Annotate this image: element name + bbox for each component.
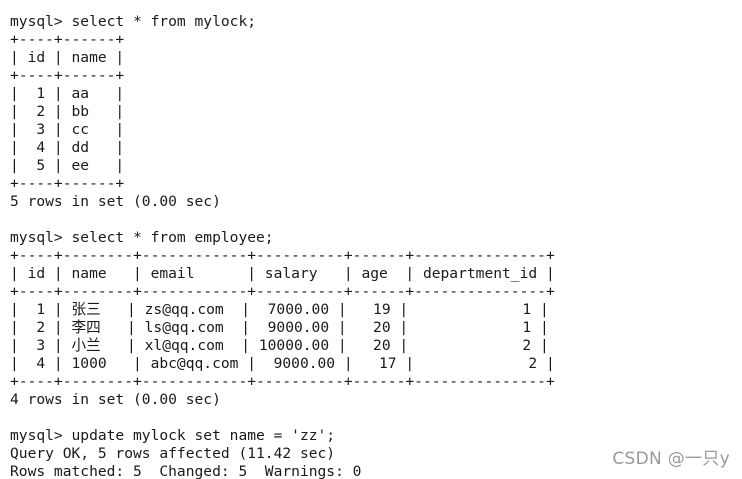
- terminal-line: | 3 | 小兰 | xl@qq.com | 10000.00 | 20 | 2…: [10, 337, 549, 354]
- terminal-line: Query OK, 5 rows affected (11.42 sec): [10, 445, 336, 462]
- terminal-line: +----+--------+------------+----------+-…: [10, 373, 555, 390]
- terminal-line: [10, 211, 738, 229]
- terminal-line: | 5 | ee |: [10, 157, 125, 174]
- terminal-line: [10, 409, 738, 427]
- terminal-line: | 1 | 张三 | zs@qq.com | 7000.00 | 19 | 1 …: [10, 301, 549, 318]
- terminal-line: Rows matched: 5 Changed: 5 Warnings: 0: [10, 463, 362, 479]
- terminal-line: [10, 0, 738, 13]
- terminal-line: +----+--------+------------+----------+-…: [10, 283, 555, 300]
- terminal-line: mysql> update mylock set name = 'zz';: [10, 427, 336, 444]
- terminal-output[interactable]: mysql> select * from mylock; +----+-----…: [10, 0, 738, 479]
- terminal-line: | 4 | dd |: [10, 139, 125, 156]
- terminal-line: 4 rows in set (0.00 sec): [10, 391, 221, 408]
- terminal-line: mysql> select * from mylock;: [10, 13, 257, 30]
- terminal-line: | 2 | 李四 | ls@qq.com | 9000.00 | 20 | 1 …: [10, 319, 549, 336]
- terminal-line: +----+--------+------------+----------+-…: [10, 247, 555, 264]
- terminal-line: | 3 | cc |: [10, 121, 125, 138]
- terminal-line: | id | name | email | salary | age | dep…: [10, 265, 555, 282]
- terminal-line: | id | name |: [10, 49, 125, 66]
- csdn-watermark: CSDN @一只y: [612, 449, 730, 469]
- terminal-line: mysql> select * from employee;: [10, 229, 274, 246]
- terminal-line: +----+------+: [10, 175, 125, 192]
- terminal-line: | 1 | aa |: [10, 85, 125, 102]
- terminal-line: +----+------+: [10, 31, 125, 48]
- terminal-line: +----+------+: [10, 67, 125, 84]
- terminal-line: | 2 | bb |: [10, 103, 125, 120]
- terminal-line: 5 rows in set (0.00 sec): [10, 193, 221, 210]
- terminal-line: | 4 | 1000 | abc@qq.com | 9000.00 | 17 |…: [10, 355, 555, 372]
